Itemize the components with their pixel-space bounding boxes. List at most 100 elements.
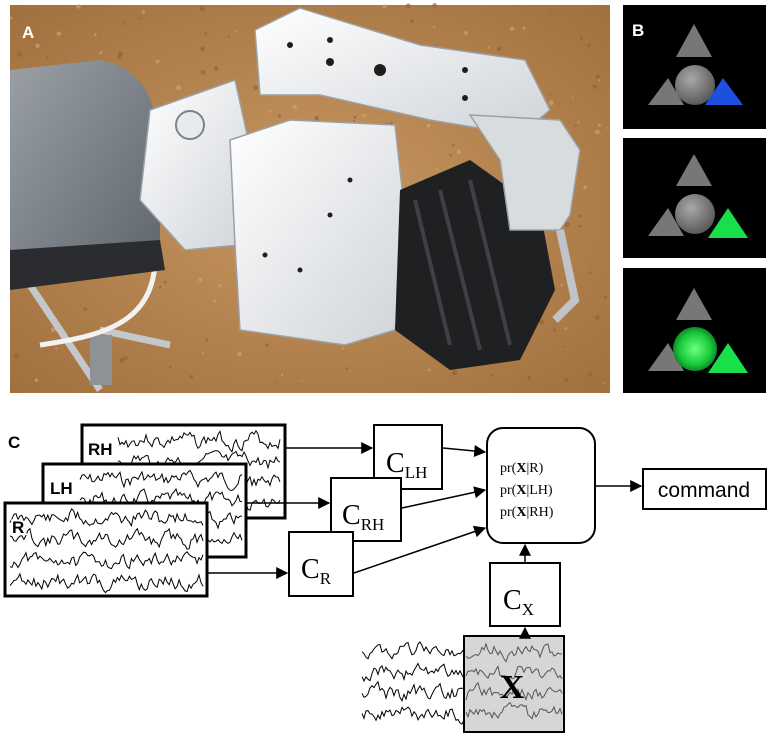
arrow-cr-to-prob xyxy=(353,525,487,574)
classifier-label: CRH xyxy=(342,500,384,534)
floor-speckle xyxy=(560,283,563,287)
floor-speckle xyxy=(265,343,269,347)
unknown-traces-left xyxy=(361,641,467,725)
floor-speckle xyxy=(274,380,277,383)
floor-speckle xyxy=(604,295,608,299)
floor-speckle xyxy=(13,353,19,359)
floor-speckle xyxy=(189,375,194,379)
floor-speckle xyxy=(564,377,569,383)
flow-arrows xyxy=(208,442,643,639)
floor-speckle xyxy=(463,30,468,35)
floor-speckle xyxy=(602,381,605,384)
eeg-trace xyxy=(465,681,563,702)
floor-speckle xyxy=(609,385,611,387)
arrow-crh-to-prob xyxy=(401,486,487,509)
floor-speckle xyxy=(314,116,319,121)
floor-speckle xyxy=(553,328,557,332)
eeg-trace xyxy=(465,642,563,663)
floor-speckle xyxy=(227,35,231,38)
floor-speckle xyxy=(509,26,515,31)
floor-speckle xyxy=(292,104,298,110)
probability-rh: pr(X|RH) xyxy=(500,505,554,520)
probability-r: pr(X|R) xyxy=(500,461,544,476)
floor-speckle xyxy=(410,18,415,23)
floor-speckle xyxy=(235,30,238,33)
floor-speckle xyxy=(436,167,439,171)
floor-speckle xyxy=(449,153,453,157)
floor-speckle xyxy=(158,285,162,289)
floor-speckle xyxy=(452,144,455,147)
floor-speckle xyxy=(433,25,436,28)
floor-speckle xyxy=(564,327,568,330)
floor-speckle xyxy=(155,59,160,64)
panel-b-frame-2 xyxy=(623,138,766,258)
floor-speckle xyxy=(592,84,598,90)
panel-b: B xyxy=(623,5,766,393)
eeg-label-lh: LH xyxy=(50,479,73,498)
eeg-stack-r: R xyxy=(3,501,209,598)
top-triangle xyxy=(676,154,712,186)
panel-c-label: C xyxy=(8,433,20,452)
panel-a-label: A xyxy=(22,23,34,42)
floor-speckle xyxy=(490,373,494,377)
floor-speckle xyxy=(141,10,146,14)
classifier-label: CR xyxy=(301,554,332,588)
classifier-label: CX xyxy=(503,585,534,619)
floor-speckle xyxy=(46,56,49,59)
floor-speckle xyxy=(198,277,203,282)
arrow-clh-to-prob xyxy=(442,445,487,457)
floor-speckle xyxy=(204,32,208,36)
classifier-c-rh: CRH xyxy=(330,477,402,542)
floor-speckle xyxy=(598,79,601,82)
floor-speckle xyxy=(539,319,544,325)
unknown-signal: X xyxy=(361,635,565,733)
support-stand xyxy=(17,268,171,392)
floor-speckle xyxy=(362,113,366,118)
panel-b-label: B xyxy=(632,21,644,40)
right-triangle xyxy=(708,208,748,238)
eeg-trace xyxy=(117,450,281,474)
top-triangle xyxy=(676,24,712,57)
floor-speckle xyxy=(172,41,175,44)
command-box-frame xyxy=(642,468,767,510)
floor-speckle xyxy=(300,380,303,382)
floor-speckle xyxy=(452,370,458,376)
floor-speckle xyxy=(606,127,609,130)
floor-speckle xyxy=(527,375,531,380)
harness-straps xyxy=(413,179,512,351)
eeg-label-r: R xyxy=(12,518,24,537)
eeg-trace xyxy=(9,527,204,550)
classifier-box xyxy=(330,477,402,542)
floor-speckle xyxy=(93,33,97,36)
left-triangle xyxy=(648,78,684,105)
floor-speckle xyxy=(76,4,81,9)
floor-speckle xyxy=(83,307,88,311)
classifier-box xyxy=(489,562,561,627)
floor-speckle xyxy=(55,347,58,350)
eeg-trace xyxy=(465,701,563,720)
floor-speckle xyxy=(175,85,181,91)
classifier-label: CLH xyxy=(386,448,427,482)
floor-speckle xyxy=(50,327,56,333)
left-triangle xyxy=(648,208,684,236)
floor-speckle xyxy=(201,352,205,355)
floor-speckle xyxy=(200,6,205,12)
eeg-trace xyxy=(9,507,204,528)
floor-speckle xyxy=(426,123,431,128)
floor-speckle xyxy=(577,121,581,124)
robot-body xyxy=(229,119,411,346)
floor-speckle xyxy=(353,115,357,119)
floor-speckle xyxy=(587,43,591,48)
floor-speckle xyxy=(487,46,490,49)
floor-speckle xyxy=(548,100,554,106)
floor-speckle xyxy=(583,185,587,190)
floor-speckle xyxy=(205,338,209,342)
eeg-trace xyxy=(361,706,467,725)
floor-speckle xyxy=(578,224,582,228)
floor-speckle xyxy=(588,271,592,275)
floor-speckle xyxy=(428,368,431,372)
handle-frame xyxy=(468,114,581,231)
floor-speckle xyxy=(580,37,583,41)
eeg-trace xyxy=(361,641,467,660)
